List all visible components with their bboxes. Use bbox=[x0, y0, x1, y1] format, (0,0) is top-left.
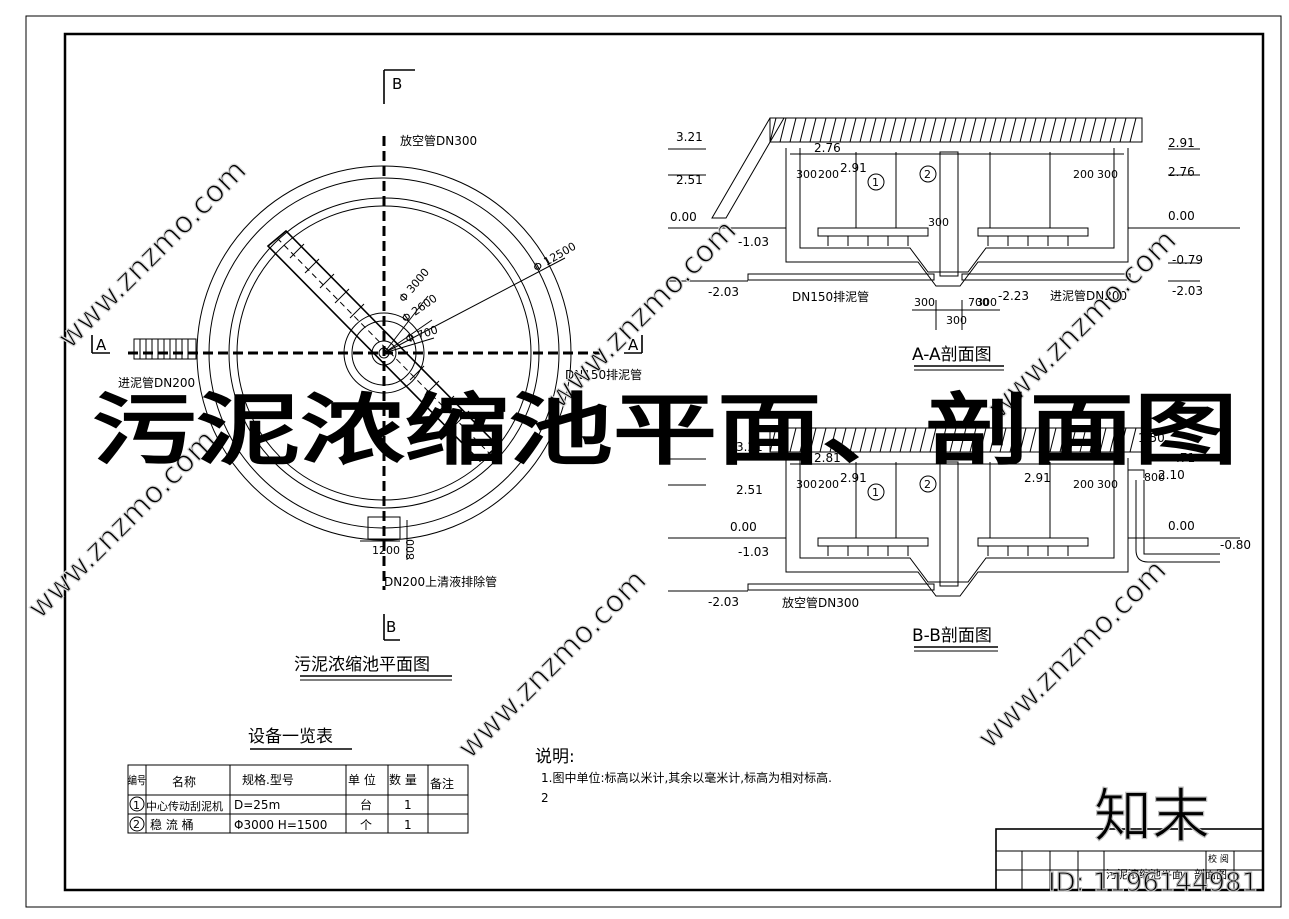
plan-dim-outer: Φ 12500 bbox=[531, 240, 578, 275]
title-block-drawing-name: 污泥浓缩池平面、剖面图 bbox=[1106, 867, 1227, 881]
row1-name: 中心传动刮泥机 bbox=[146, 799, 223, 813]
aa-marker-1: 1 bbox=[872, 176, 879, 189]
aa-elev-m103: -1.03 bbox=[738, 235, 769, 249]
bb-elev-000-right: 0.00 bbox=[1168, 519, 1195, 533]
row2-unit: 个 bbox=[360, 818, 372, 832]
row2-qty: 1 bbox=[404, 818, 412, 832]
sheet-outer-border bbox=[25, 15, 1282, 908]
aa-dim-300c: 300 bbox=[928, 216, 949, 229]
notes-item-2: 2 bbox=[541, 791, 549, 805]
overlay-title: 污泥浓缩池平面、剖面图 bbox=[92, 386, 1238, 476]
th-qty: 数 量 bbox=[389, 772, 417, 787]
sheet-frame bbox=[63, 32, 1265, 892]
plan-dim-1200: 1200 bbox=[372, 544, 400, 557]
aa-elev-000-right: 0.00 bbox=[1168, 209, 1195, 223]
plan-section-a-right: A bbox=[628, 336, 639, 354]
bb-title: B-B剖面图 bbox=[912, 626, 992, 646]
section-aa: 1 2 3.21 2.51 0.00 -1.03 -2.03 2.76 2.91… bbox=[668, 117, 1240, 371]
plan-inlet-pipe-label: 进泥管DN200 bbox=[118, 375, 195, 390]
plan-section-a-left: A bbox=[96, 336, 107, 354]
aa-dim-300b: 300 bbox=[1097, 168, 1118, 181]
aa-elev-291-right: 2.91 bbox=[1168, 136, 1195, 150]
bb-elev-150: 1.50 bbox=[1138, 431, 1165, 445]
plan-dim-800: 800 bbox=[404, 539, 417, 560]
th-spec: 规格.型号 bbox=[242, 772, 294, 787]
watermark-site-6: www.znzmo.com bbox=[971, 553, 1174, 756]
bb-pipe-vent: 放空管DN300 bbox=[782, 595, 859, 610]
aa-elev-321: 3.21 bbox=[676, 130, 703, 144]
bb-dim-200b: 200 bbox=[1073, 478, 1094, 491]
plan-section-b-top: B bbox=[392, 75, 402, 93]
title-block-check: 校 阅 bbox=[1208, 853, 1229, 865]
plan-vent-pipe-label: 放空管DN300 bbox=[400, 133, 477, 148]
row1-unit: 台 bbox=[360, 797, 372, 812]
notes: 说明: 1.图中单位:标高以米计,其余以毫米计,标高为相对标高. 2 bbox=[535, 747, 832, 805]
aa-dim-300d: 300 bbox=[914, 296, 935, 309]
row1-spec: D=25m bbox=[234, 798, 280, 812]
notes-item-1: 1.图中单位:标高以米计,其余以毫米计,标高为相对标高. bbox=[541, 770, 832, 785]
section-bb: 1 2 3.21 2.51 0.00 -1.03 -2.03 2.81 2.91… bbox=[668, 427, 1251, 652]
bb-elev-321: 3.21 bbox=[736, 440, 763, 454]
plan-title: 污泥浓缩池平面图 bbox=[294, 655, 430, 675]
aa-elev-m079: -0.79 bbox=[1172, 253, 1203, 267]
watermark-id: ID: 1196144981 bbox=[1048, 868, 1258, 898]
row2-name: 稳 流 桶 bbox=[150, 817, 194, 832]
aa-elev-m223: -2.23 bbox=[998, 289, 1029, 303]
aa-dim-300e: 300 bbox=[976, 296, 997, 309]
aa-elev-291: 2.91 bbox=[840, 161, 867, 175]
bb-dim-800: 800 bbox=[1144, 471, 1165, 484]
notes-heading: 说明: bbox=[535, 747, 575, 767]
watermark-brand: 知末 bbox=[1094, 782, 1210, 850]
th-no: 编号 bbox=[128, 773, 146, 787]
row1-qty: 1 bbox=[404, 798, 412, 812]
aa-elev-m203-right: -2.03 bbox=[1172, 284, 1203, 298]
bb-marker-2: 2 bbox=[924, 478, 931, 491]
bb-elev-000-left: 0.00 bbox=[730, 520, 757, 534]
aa-dim-300a: 300 bbox=[796, 168, 817, 181]
plan-supernatant-pipe-label: DN200上清液排除管 bbox=[384, 574, 497, 589]
bb-elev-281: 2.81 bbox=[814, 451, 841, 465]
aa-dim-700: 700 bbox=[968, 296, 989, 309]
bb-marker-1: 1 bbox=[872, 486, 879, 499]
aa-pipe-inlet: 进泥管DN200 bbox=[1050, 288, 1127, 303]
aa-dim-200a: 200 bbox=[818, 168, 839, 181]
bb-elev-210: 2.10 bbox=[1158, 468, 1185, 482]
bb-dim-200a: 200 bbox=[818, 478, 839, 491]
bb-dim-300b: 300 bbox=[1097, 478, 1118, 491]
aa-elev-276: 2.76 bbox=[814, 141, 841, 155]
row2-spec: Φ3000 H=1500 bbox=[234, 818, 327, 832]
aa-elev-251: 2.51 bbox=[676, 173, 703, 187]
aa-elev-276-right: 2.76 bbox=[1168, 165, 1195, 179]
row1-no: 1 bbox=[133, 799, 140, 812]
bb-elev-m080: -0.80 bbox=[1220, 538, 1251, 552]
plan-section-b-bottom: B bbox=[386, 618, 396, 636]
aa-marker-2: 2 bbox=[924, 168, 931, 181]
th-name: 名称 bbox=[172, 774, 196, 789]
aa-pipe-discharge: DN150排泥管 bbox=[792, 289, 869, 304]
bb-elev-m203: -2.03 bbox=[708, 595, 739, 609]
aa-elev-000-left: 0.00 bbox=[670, 210, 697, 224]
equipment-table: 设备一览表 编号 名称 规格.型号 单 位 数 量 备注 1 中心传动刮泥机 D… bbox=[127, 727, 469, 834]
watermark-site-1: www.znzmo.com bbox=[51, 153, 254, 356]
bb-elev-291: 2.91 bbox=[840, 471, 867, 485]
bb-elev-m103: -1.03 bbox=[738, 545, 769, 559]
aa-dim-300f: 300 bbox=[946, 314, 967, 327]
bb-elev-251: 2.51 bbox=[736, 483, 763, 497]
bb-dim-300a: 300 bbox=[796, 478, 817, 491]
watermark-site-5: www.znzmo.com bbox=[451, 563, 654, 766]
title-block: 污泥浓缩池平面、剖面图 校 阅 bbox=[995, 828, 1264, 891]
watermark-layer: www.znzmo.com www.znzmo.com www.znzmo.co… bbox=[20, 152, 1258, 898]
bb-elev-291-right: 2.91 bbox=[1024, 471, 1051, 485]
aa-elev-m203-left: -2.03 bbox=[708, 285, 739, 299]
aa-dim-200b: 200 bbox=[1073, 168, 1094, 181]
row2-no: 2 bbox=[133, 818, 140, 831]
th-unit: 单 位 bbox=[348, 772, 376, 787]
th-remark: 备注 bbox=[430, 776, 454, 791]
aa-title: A-A剖面图 bbox=[912, 345, 992, 365]
plan-discharge-pipe-label: DN150排泥管 bbox=[565, 367, 642, 382]
equipment-table-title: 设备一览表 bbox=[248, 727, 333, 747]
bb-elev-71: .71 bbox=[1176, 451, 1195, 465]
